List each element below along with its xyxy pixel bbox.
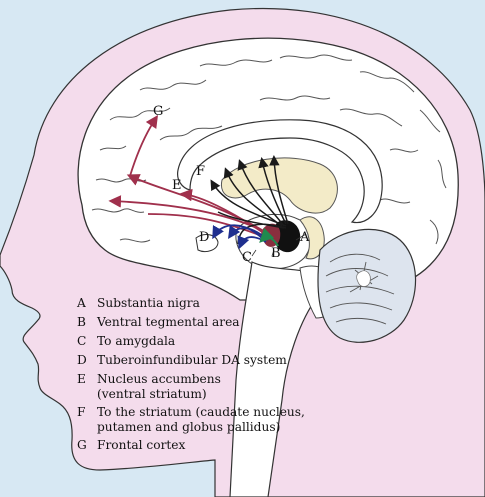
label-e: E [172, 178, 182, 193]
cerebellum [317, 228, 417, 343]
striatum [220, 157, 338, 214]
label-a: A [300, 230, 310, 245]
label-f: F [196, 164, 206, 179]
label-d: D [199, 230, 210, 245]
label-leaders [251, 233, 307, 257]
substantia-nigra-nucleus [272, 220, 301, 253]
corpus-callosum [177, 119, 383, 224]
gyri [91, 54, 447, 275]
label-c: C [242, 250, 252, 265]
label-b: B [271, 246, 281, 261]
amygdala-pathway [259, 227, 279, 247]
legend-item-e-cont: (ventral striatum) [97, 387, 207, 401]
label-g: G [153, 104, 164, 119]
legend-item-f-cont: putamen and globus pallidus) [97, 420, 281, 434]
